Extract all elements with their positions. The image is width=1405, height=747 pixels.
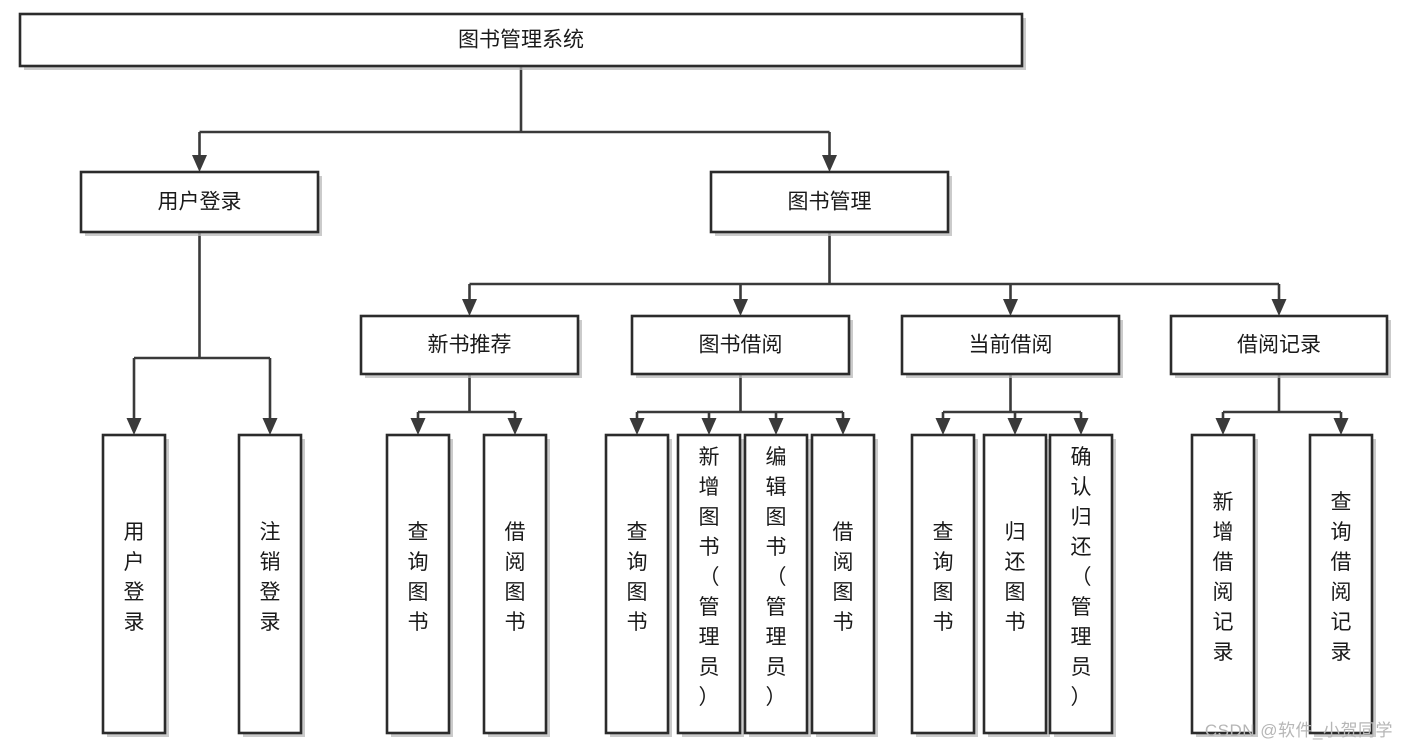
node-box[interactable] xyxy=(743,433,809,735)
arrow-head-icon xyxy=(507,418,523,435)
node-box[interactable] xyxy=(385,433,451,735)
node-new-book-rec[interactable]: 新书推荐 xyxy=(359,314,582,378)
connector-layer xyxy=(126,66,1349,435)
node-label: 用户登录 xyxy=(158,191,242,214)
arrow-head-icon xyxy=(462,299,477,316)
arrow-head-icon xyxy=(835,418,851,435)
node-box[interactable] xyxy=(101,433,167,735)
node-leaf-add-record[interactable]: 新增借阅记录 xyxy=(1190,433,1258,737)
node-leaf-query-book-1[interactable]: 查询图书 xyxy=(385,433,453,737)
node-box[interactable] xyxy=(676,433,742,735)
node-label: 查询图书 xyxy=(933,521,954,634)
node-label: 借阅图书 xyxy=(505,521,526,634)
node-root[interactable]: 图书管理系统 xyxy=(18,12,1026,70)
node-label: 图书管理 xyxy=(788,191,872,214)
arrow-head-icon xyxy=(262,418,278,435)
node-box[interactable] xyxy=(630,314,851,376)
node-box[interactable] xyxy=(79,170,320,234)
node-label: 归还图书 xyxy=(1005,521,1026,634)
node-box[interactable] xyxy=(359,314,580,376)
node-leaf-logout[interactable]: 注销登录 xyxy=(237,433,305,737)
node-leaf-user-login[interactable]: 用户登录 xyxy=(101,433,169,737)
node-book-manage[interactable]: 图书管理 xyxy=(709,170,952,236)
arrow-head-icon xyxy=(126,418,142,435)
arrow-head-icon xyxy=(1271,299,1287,316)
node-box[interactable] xyxy=(482,433,548,735)
node-box[interactable] xyxy=(18,12,1024,68)
node-label: 当前借阅 xyxy=(969,334,1053,357)
node-leaf-return-book[interactable]: 归还图书 xyxy=(982,433,1050,737)
node-label: 新增借阅记录 xyxy=(1213,491,1234,664)
node-user-login[interactable]: 用户登录 xyxy=(79,170,322,236)
node-box[interactable] xyxy=(709,170,950,234)
node-leaf-confirm-return[interactable]: 确认归还（管理员） xyxy=(1048,433,1116,737)
arrow-head-icon xyxy=(768,418,784,435)
node-leaf-edit-book[interactable]: 编辑图书（管理员） xyxy=(743,433,811,737)
node-box[interactable] xyxy=(1308,433,1374,735)
node-label: 查询图书 xyxy=(627,521,648,634)
node-label: 图书借阅 xyxy=(699,334,783,357)
arrow-head-icon xyxy=(410,418,426,435)
arrow-head-icon xyxy=(822,155,837,172)
node-label: 图书管理系统 xyxy=(458,29,584,52)
node-label: 借阅图书 xyxy=(833,521,854,634)
node-label: 注销登录 xyxy=(260,521,281,634)
node-label: 查询图书 xyxy=(408,521,429,634)
arrow-head-icon xyxy=(1215,418,1231,435)
watermark-label: CSDN @软件_小贺同学 xyxy=(1204,721,1393,740)
node-box[interactable] xyxy=(982,433,1048,735)
arrow-head-icon xyxy=(629,418,645,435)
node-leaf-query-record[interactable]: 查询借阅记录 xyxy=(1308,433,1376,737)
arrow-head-icon xyxy=(1003,299,1018,316)
node-label: 借阅记录 xyxy=(1237,334,1321,357)
node-label: 新书推荐 xyxy=(428,334,512,357)
node-label: 编辑图书（管理员） xyxy=(766,446,787,709)
arrow-head-icon xyxy=(192,155,207,172)
node-box[interactable] xyxy=(810,433,876,735)
arrow-head-icon xyxy=(1007,418,1023,435)
node-box[interactable] xyxy=(1169,314,1389,376)
node-box[interactable] xyxy=(604,433,670,735)
node-leaf-query-book-3[interactable]: 查询图书 xyxy=(910,433,978,737)
node-label: 用户登录 xyxy=(124,521,145,634)
arrow-head-icon xyxy=(733,299,748,316)
node-borrow-record[interactable]: 借阅记录 xyxy=(1169,314,1391,378)
node-box[interactable] xyxy=(900,314,1121,376)
node-leaf-query-book-2[interactable]: 查询图书 xyxy=(604,433,672,737)
node-box[interactable] xyxy=(1190,433,1256,735)
node-box[interactable] xyxy=(1048,433,1114,735)
node-label: 确认归还（管理员） xyxy=(1071,446,1092,709)
node-leaf-borrow-book-1[interactable]: 借阅图书 xyxy=(482,433,550,737)
node-book-borrow[interactable]: 图书借阅 xyxy=(630,314,853,378)
node-leaf-borrow-book-2[interactable]: 借阅图书 xyxy=(810,433,878,737)
arrow-head-icon xyxy=(935,418,951,435)
arrow-head-icon xyxy=(701,418,717,435)
node-layer: 图书管理系统用户登录图书管理新书推荐图书借阅当前借阅借阅记录用户登录注销登录查询… xyxy=(18,12,1391,737)
node-box[interactable] xyxy=(237,433,303,735)
node-current-borrow[interactable]: 当前借阅 xyxy=(900,314,1123,378)
node-box[interactable] xyxy=(910,433,976,735)
arrow-head-icon xyxy=(1073,418,1089,435)
node-label: 查询借阅记录 xyxy=(1331,491,1352,664)
arrow-head-icon xyxy=(1333,418,1349,435)
node-leaf-add-book[interactable]: 新增图书（管理员） xyxy=(676,433,744,737)
node-label: 新增图书（管理员） xyxy=(699,446,720,709)
